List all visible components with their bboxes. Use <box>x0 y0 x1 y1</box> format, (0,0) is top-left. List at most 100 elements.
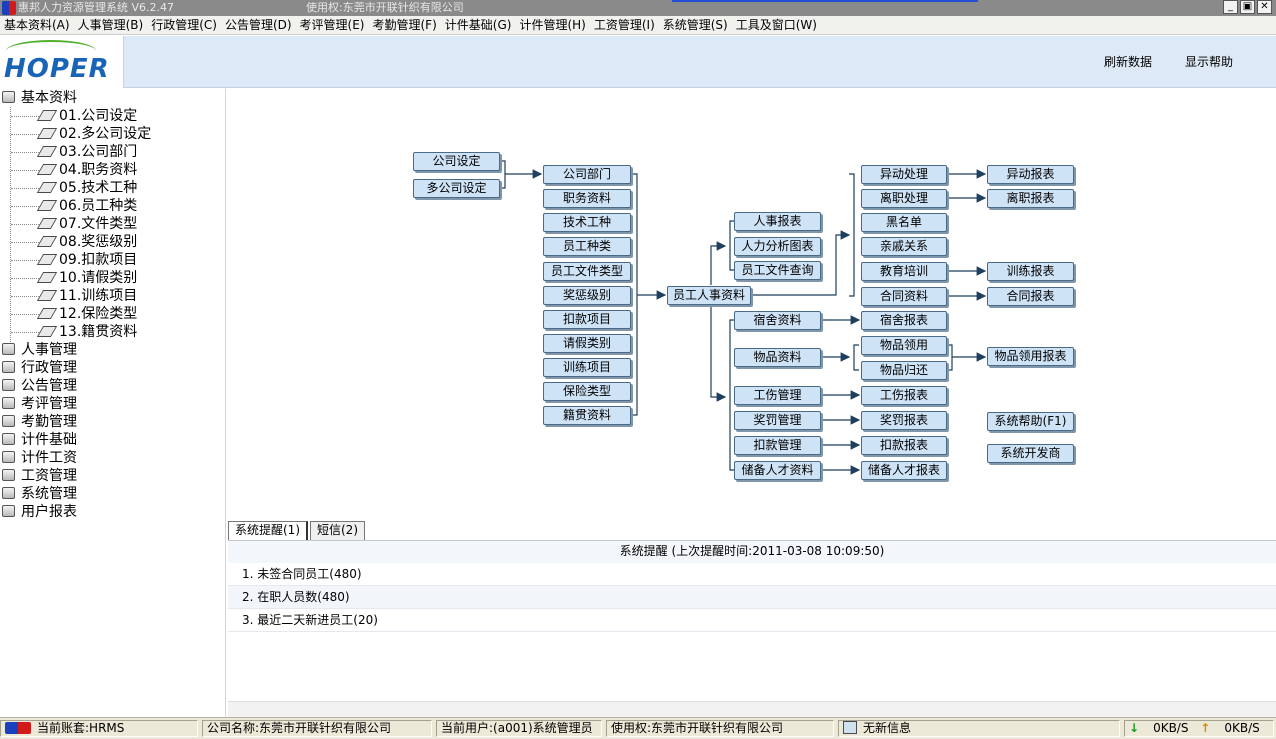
node-goods-issue-report[interactable]: 物品领用报表 <box>987 347 1074 366</box>
node-reward-manage[interactable]: 奖罚管理 <box>734 411 821 430</box>
tree-node-user-reports[interactable]: 用户报表 <box>2 503 77 521</box>
menu-piece-manage[interactable]: 计件管理(H) <box>519 17 586 32</box>
tree-node-system[interactable]: 系统管理 <box>2 485 77 503</box>
status-license: 使用权:东莞市开联针织有限公司 <box>606 720 834 737</box>
menu-system[interactable]: 系统管理(S) <box>662 17 728 32</box>
reminder-row-active-staff[interactable]: 2. 在职人员数(480) <box>228 586 1276 609</box>
document-icon <box>36 146 58 157</box>
tab-system-reminder[interactable]: 系统提醒(1) <box>228 521 308 540</box>
connector <box>729 319 734 471</box>
node-training-item[interactable]: 训练项目 <box>543 358 631 377</box>
tree-node-piece-salary[interactable]: 计件工资 <box>2 449 77 467</box>
node-contract-report[interactable]: 合同报表 <box>987 287 1074 306</box>
node-transfer[interactable]: 异动处理 <box>861 165 947 184</box>
tree-leaf-03[interactable]: 03.公司部门 <box>36 143 137 161</box>
tree-node-label: 工资管理 <box>21 468 77 484</box>
tree-node-admin[interactable]: 行政管理 <box>2 359 77 377</box>
node-hr-report[interactable]: 人事报表 <box>734 212 821 231</box>
menu-basic[interactable]: 基本资料(A) <box>4 17 70 32</box>
node-transfer-report[interactable]: 异动报表 <box>987 165 1074 184</box>
tree-node-personnel[interactable]: 人事管理 <box>2 341 77 359</box>
node-insurance-type[interactable]: 保险类型 <box>543 382 631 401</box>
node-employee-type[interactable]: 员工种类 <box>543 237 631 256</box>
folder-icon <box>2 361 15 373</box>
tree-connector <box>10 107 11 342</box>
node-deduction-report[interactable]: 扣款报表 <box>861 436 947 455</box>
node-dorm-data[interactable]: 宿舍资料 <box>734 311 821 330</box>
node-injury-manage[interactable]: 工伤管理 <box>734 386 821 405</box>
tree-node-piece-basic[interactable]: 计件基础 <box>2 431 77 449</box>
tree-leaf-05[interactable]: 05.技术工种 <box>36 179 137 197</box>
tab-sms[interactable]: 短信(2) <box>310 521 365 540</box>
restore-button[interactable]: ▣ <box>1240 0 1255 14</box>
tree-leaf-12[interactable]: 12.保险类型 <box>36 305 137 323</box>
node-talent-report[interactable]: 储备人才报表 <box>861 461 947 480</box>
node-file-query[interactable]: 员工文件查询 <box>734 261 821 280</box>
node-native-place[interactable]: 籍贯资料 <box>543 406 631 425</box>
tree-leaf-04[interactable]: 04.职务资料 <box>36 161 137 179</box>
close-button[interactable]: ✕ <box>1257 0 1272 14</box>
tree-node-notice[interactable]: 公告管理 <box>2 377 77 395</box>
node-goods-issue[interactable]: 物品领用 <box>861 336 947 355</box>
node-system-developer[interactable]: 系统开发商 <box>987 444 1074 463</box>
status-messages[interactable]: 无新信息 <box>838 720 1120 737</box>
tree-leaf-06[interactable]: 06.员工种类 <box>36 197 137 215</box>
node-system-help[interactable]: 系统帮助(F1) <box>987 412 1074 431</box>
panel-horizontal-scrollbar[interactable] <box>228 701 1276 717</box>
menu-notice[interactable]: 公告管理(D) <box>224 17 292 32</box>
node-employee-hr[interactable]: 员工人事资料 <box>667 286 751 305</box>
tree-leaf-10[interactable]: 10.请假类别 <box>36 269 137 287</box>
menu-piece-basic[interactable]: 计件基础(G) <box>444 17 512 32</box>
tree-node-basic[interactable]: 基本资料 <box>2 89 77 107</box>
node-training-report[interactable]: 训练报表 <box>987 262 1074 281</box>
node-leave-type[interactable]: 请假类别 <box>543 334 631 353</box>
node-hr-analysis-chart[interactable]: 人力分析图表 <box>734 237 821 256</box>
node-goods-data[interactable]: 物品资料 <box>734 348 821 367</box>
tree-branch <box>11 152 39 153</box>
tree-leaf-09[interactable]: 09.扣款项目 <box>36 251 137 269</box>
menu-salary[interactable]: 工资管理(I) <box>593 17 655 32</box>
node-dorm-report[interactable]: 宿舍报表 <box>861 311 947 330</box>
node-training[interactable]: 教育培训 <box>861 262 947 281</box>
node-resignation[interactable]: 离职处理 <box>861 189 947 208</box>
document-icon <box>36 164 58 175</box>
tree-leaf-13[interactable]: 13.籍贯资料 <box>36 323 137 341</box>
node-deduction-item[interactable]: 扣款项目 <box>543 310 631 329</box>
menu-tools-window[interactable]: 工具及窗口(W) <box>735 17 817 32</box>
node-reward-report[interactable]: 奖罚报表 <box>861 411 947 430</box>
node-blacklist[interactable]: 黑名单 <box>861 213 947 232</box>
node-skill-type[interactable]: 技术工种 <box>543 213 631 232</box>
tree-node-salary[interactable]: 工资管理 <box>2 467 77 485</box>
show-help-button[interactable]: 显示帮助 <box>1185 55 1234 69</box>
node-file-type[interactable]: 员工文件类型 <box>543 262 631 281</box>
node-reward-level[interactable]: 奖惩级别 <box>543 286 631 305</box>
tree-leaf-07[interactable]: 07.文件类型 <box>36 215 137 233</box>
menu-evaluation[interactable]: 考评管理(E) <box>299 17 365 32</box>
reminder-row-unsigned-contracts[interactable]: 1. 未签合同员工(480) <box>228 563 1276 586</box>
tree-leaf-11[interactable]: 11.训练项目 <box>36 287 137 305</box>
folder-icon <box>2 415 15 427</box>
tree-leaf-08[interactable]: 08.奖惩级别 <box>36 233 137 251</box>
tree-node-attendance[interactable]: 考勤管理 <box>2 413 77 431</box>
node-multi-company-setup[interactable]: 多公司设定 <box>413 179 500 198</box>
node-resignation-report[interactable]: 离职报表 <box>987 189 1074 208</box>
node-company-setup[interactable]: 公司设定 <box>413 152 500 171</box>
refresh-data-button[interactable]: 刷新数据 <box>1104 55 1153 69</box>
node-contract[interactable]: 合同资料 <box>861 287 947 306</box>
tree-leaf-01[interactable]: 01.公司设定 <box>36 107 137 125</box>
title-bar: 惠邦人力资源管理系统 V6.2.47 使用权:东莞市开联针织有限公司 _ ▣ ✕ <box>0 0 1276 16</box>
menu-admin[interactable]: 行政管理(C) <box>151 17 217 32</box>
node-talent-reserve[interactable]: 储备人才资料 <box>734 461 821 480</box>
node-position[interactable]: 职务资料 <box>543 189 631 208</box>
node-department[interactable]: 公司部门 <box>543 165 631 184</box>
minimize-button[interactable]: _ <box>1223 0 1238 14</box>
tree-node-evaluation[interactable]: 考评管理 <box>2 395 77 413</box>
menu-personnel[interactable]: 人事管理(B) <box>77 17 144 32</box>
tree-leaf-02[interactable]: 02.多公司设定 <box>36 125 151 143</box>
node-relatives[interactable]: 亲戚关系 <box>861 237 947 256</box>
node-injury-report[interactable]: 工伤报表 <box>861 386 947 405</box>
node-deduction-manage[interactable]: 扣款管理 <box>734 436 821 455</box>
reminder-row-new-hires[interactable]: 3. 最近二天新进员工(20) <box>228 609 1276 632</box>
menu-attendance[interactable]: 考勤管理(F) <box>372 17 437 32</box>
node-goods-return[interactable]: 物品归还 <box>861 361 947 380</box>
